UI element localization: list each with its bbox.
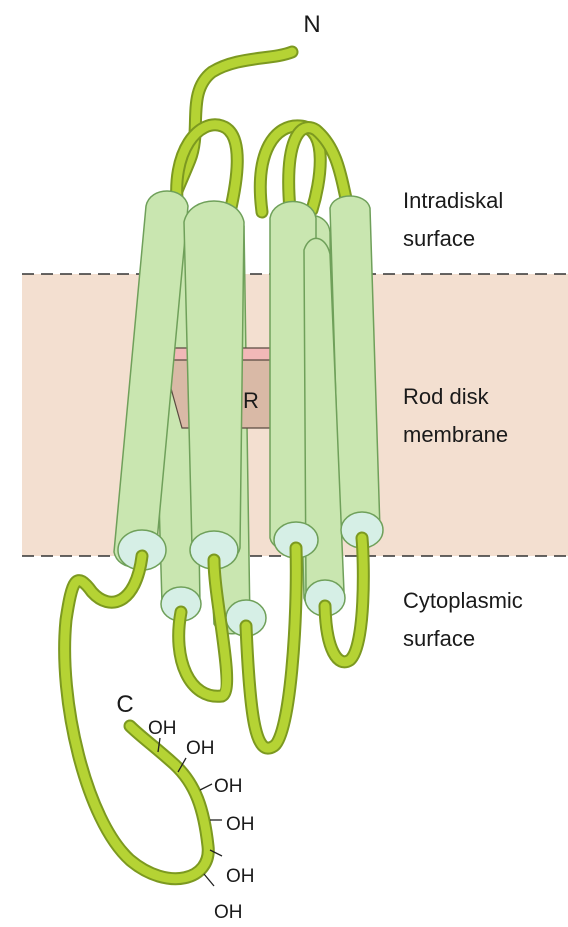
hydroxyl-label: OH [214,902,243,923]
helix-3 [184,201,244,563]
hydroxyl-label: OH [186,738,215,759]
membrane-label-line1: Rod disk [403,384,490,409]
c-terminus-label: C [116,691,133,718]
hydroxyl-label: OH [226,814,255,835]
hydroxyl-label: OH [214,776,243,797]
cytoplasmic-label-line1: Cytoplasmic [403,588,523,613]
intradiskal-loops [170,52,348,212]
membrane-label-line2: membrane [403,422,508,447]
cytoplasmic-label-line2: surface [403,626,475,651]
hydroxyl-label: OH [148,718,177,739]
hydroxyl-label: OH [226,866,255,887]
intradiskal-label-line1: Intradiskal [403,188,503,213]
intradiskal-label-line2: surface [403,226,475,251]
n-terminus-label: N [303,11,320,38]
retinal-label: R [243,388,259,413]
